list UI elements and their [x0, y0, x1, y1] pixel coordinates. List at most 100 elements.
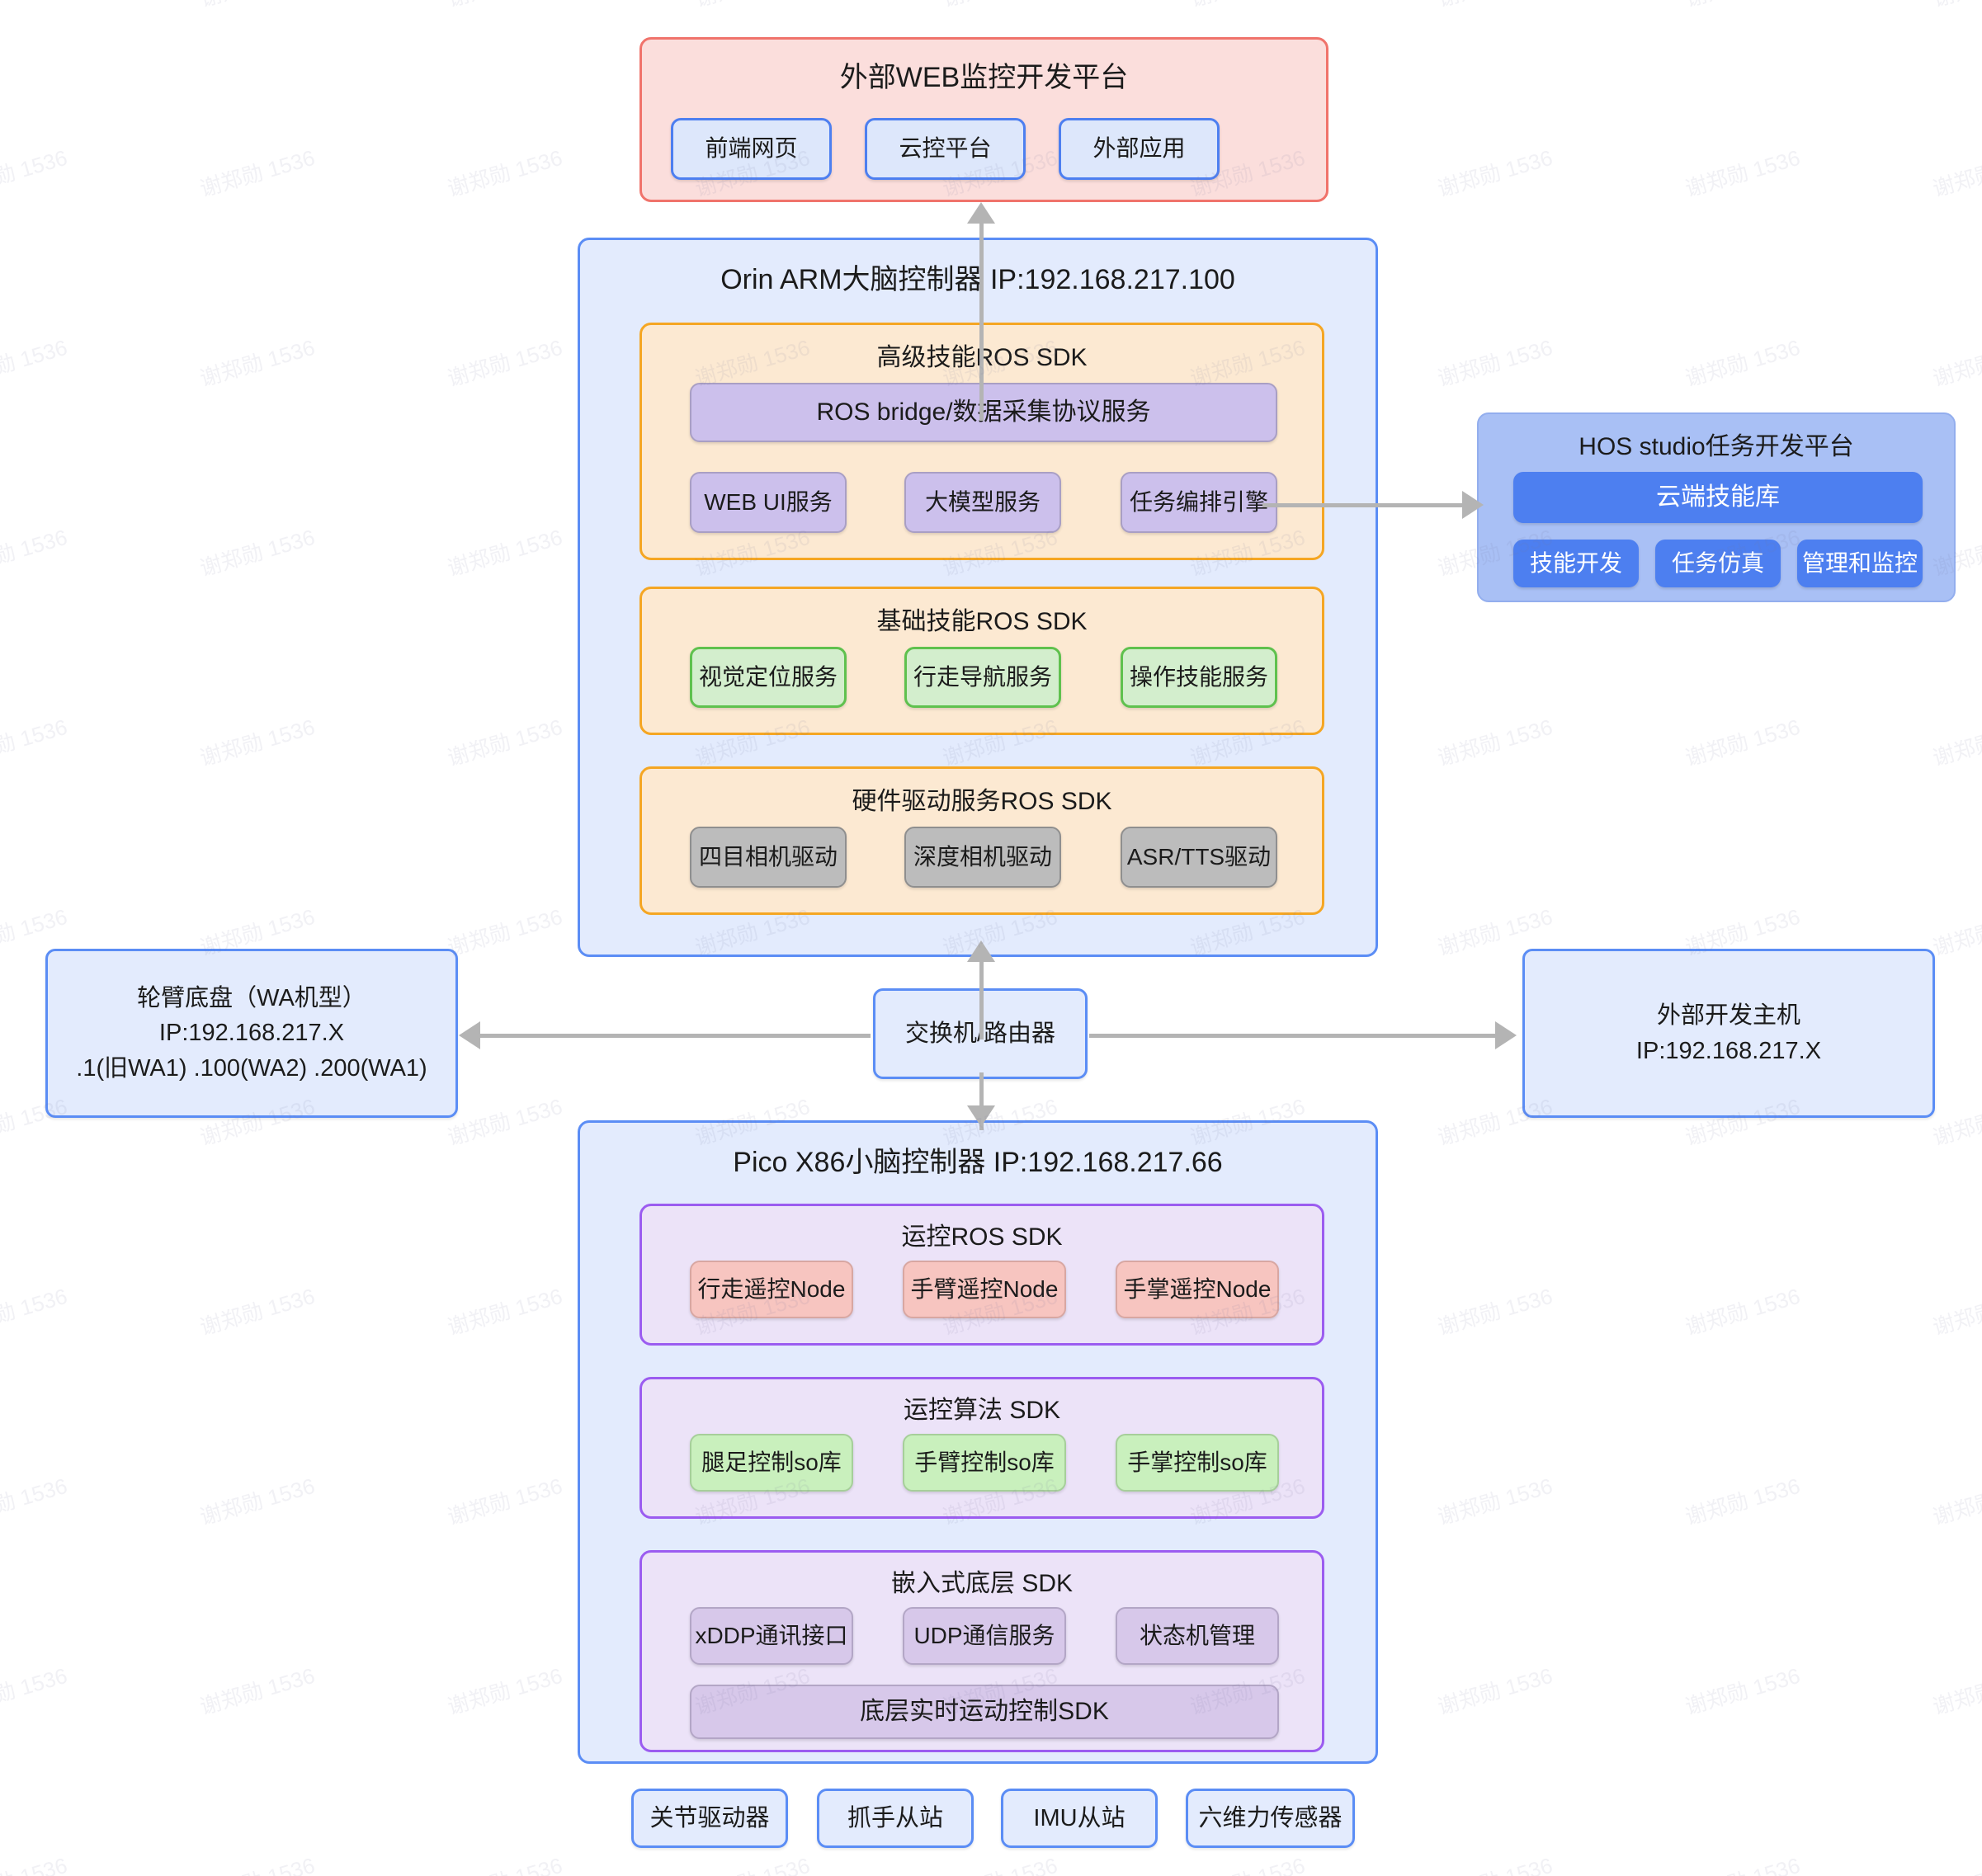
- embedded-low-level-sdk-group: 嵌入式底层 SDK xDDP通讯接口 UDP通信服务 状态机管理 底层实时运动控…: [639, 1550, 1324, 1752]
- watermark-text: 谢郑勋 1536: [0, 714, 70, 771]
- watermark-text: 谢郑勋 1536: [939, 1849, 1061, 1876]
- hos-studio-container: HOS studio任务开发平台 云端技能库 技能开发 任务仿真 管理和监控: [1477, 412, 1956, 602]
- watermark-text: 谢郑勋 1536: [691, 1849, 814, 1876]
- manipulation-skill-service[interactable]: 操作技能服务: [1121, 647, 1277, 708]
- watermark-text: 谢郑勋 1536: [196, 1849, 319, 1876]
- watermark-text: 谢郑勋 1536: [1930, 1094, 1982, 1151]
- arm-control-so-lib[interactable]: 手臂控制so库: [903, 1434, 1066, 1492]
- leg-control-so-lib[interactable]: 腿足控制so库: [690, 1434, 853, 1492]
- chassis-line-3: .1(旧WA1) .100(WA2) .200(WA1): [76, 1054, 427, 1082]
- arrowhead-up-web: [967, 202, 995, 224]
- hos-item-manage-monitor[interactable]: 管理和监控: [1797, 540, 1923, 587]
- state-machine-management[interactable]: 状态机管理: [1116, 1607, 1279, 1665]
- hos-item-task-sim[interactable]: 任务仿真: [1655, 540, 1781, 587]
- watermark-text: 谢郑勋 1536: [0, 1283, 70, 1341]
- walk-navigation-service[interactable]: 行走导航服务: [904, 647, 1061, 708]
- motion-algorithm-sdk-group: 运控算法 SDK 腿足控制so库 手臂控制so库 手掌控制so库: [639, 1377, 1324, 1519]
- motion-ros-sdk-title: 运控ROS SDK: [901, 1223, 1063, 1251]
- udp-comm-service[interactable]: UDP通信服务: [903, 1607, 1066, 1665]
- hand-teleop-node[interactable]: 手掌遥控Node: [1116, 1261, 1279, 1318]
- peripheral-imu-slave[interactable]: IMU从站: [1001, 1789, 1158, 1848]
- llm-service[interactable]: 大模型服务: [904, 472, 1061, 533]
- peripheral-gripper-slave[interactable]: 抓手从站: [817, 1789, 974, 1848]
- realtime-motion-control-sdk[interactable]: 底层实时运动控制SDK: [690, 1685, 1279, 1739]
- watermark-text: 谢郑勋 1536: [445, 903, 565, 961]
- watermark-text: 谢郑勋 1536: [1682, 1473, 1803, 1530]
- watermark-text: 谢郑勋 1536: [1930, 1473, 1982, 1530]
- watermark-text: 谢郑勋 1536: [445, 1473, 565, 1530]
- arrowhead-right-hos: [1462, 491, 1484, 519]
- motion-ros-sdk-group: 运控ROS SDK 行走遥控Node 手臂遥控Node 手掌遥控Node: [639, 1204, 1324, 1346]
- watermark-text: 谢郑勋 1536: [0, 0, 70, 13]
- watermark-text: 谢郑勋 1536: [0, 1662, 70, 1720]
- cloud-skill-library[interactable]: 云端技能库: [1513, 472, 1923, 523]
- watermark-text: 谢郑勋 1536: [0, 334, 70, 392]
- hardware-driver-sdk-title: 硬件驱动服务ROS SDK: [852, 788, 1112, 815]
- external-dev-host-box[interactable]: 外部开发主机 IP:192.168.217.X: [1522, 949, 1935, 1118]
- watermark-text: 谢郑勋 1536: [1930, 1663, 1982, 1720]
- chassis-line-1: 轮臂底盘（WA机型）: [137, 985, 366, 1012]
- pico-controller-container: Pico X86小脑控制器 IP:192.168.217.66 运控ROS SD…: [578, 1120, 1378, 1764]
- web-item-frontend[interactable]: 前端网页: [671, 118, 832, 180]
- watermark-text: 谢郑勋 1536: [197, 1473, 318, 1530]
- watermark-text: 谢郑勋 1536: [197, 144, 318, 202]
- hand-control-so-lib[interactable]: 手掌控制so库: [1116, 1434, 1279, 1492]
- basic-skill-sdk-group: 基础技能ROS SDK 视觉定位服务 行走导航服务 操作技能服务: [639, 587, 1324, 735]
- hos-item-skill-dev[interactable]: 技能开发: [1513, 540, 1639, 587]
- watermark-text: 谢郑勋 1536: [939, 0, 1061, 13]
- depth-camera-driver[interactable]: 深度相机驱动: [904, 827, 1061, 888]
- connector-router-devhost: [1089, 1034, 1502, 1038]
- watermark-text: 谢郑勋 1536: [1682, 334, 1803, 392]
- watermark-text: 谢郑勋 1536: [445, 524, 565, 582]
- orin-controller-title: Orin ARM大脑控制器 IP:192.168.217.100: [720, 264, 1235, 295]
- arrowhead-down-pico: [967, 1105, 995, 1127]
- watermark-text: 谢郑勋 1536: [445, 334, 565, 392]
- quad-camera-driver[interactable]: 四目相机驱动: [690, 827, 847, 888]
- motion-algorithm-sdk-title: 运控算法 SDK: [903, 1397, 1061, 1424]
- xddp-comm-interface[interactable]: xDDP通讯接口: [690, 1607, 853, 1665]
- watermark-text: 谢郑勋 1536: [197, 1662, 318, 1720]
- watermark-text: 谢郑勋 1536: [1187, 0, 1309, 13]
- visual-localization-service[interactable]: 视觉定位服务: [690, 647, 847, 708]
- web-item-cloud-platform[interactable]: 云控平台: [865, 118, 1026, 180]
- watermark-text: 谢郑勋 1536: [444, 1849, 566, 1876]
- watermark-text: 谢郑勋 1536: [196, 0, 319, 13]
- task-orchestration-engine[interactable]: 任务编排引擎: [1121, 472, 1277, 533]
- chassis-line-2: IP:192.168.217.X: [158, 1020, 345, 1047]
- external-web-platform-title: 外部WEB监控开发平台: [839, 62, 1129, 93]
- peripheral-joint-driver[interactable]: 关节驱动器: [631, 1789, 788, 1848]
- watermark-text: 谢郑勋 1536: [1187, 1849, 1309, 1876]
- hardware-driver-sdk-group: 硬件驱动服务ROS SDK 四目相机驱动 深度相机驱动 ASR/TTS驱动: [639, 766, 1324, 915]
- asr-tts-driver[interactable]: ASR/TTS驱动: [1121, 827, 1277, 888]
- web-ui-service[interactable]: WEB UI服务: [690, 472, 847, 533]
- watermark-text: 谢郑勋 1536: [445, 1662, 565, 1720]
- basic-skill-sdk-title: 基础技能ROS SDK: [876, 608, 1088, 635]
- connector-router-pico: [979, 1072, 984, 1130]
- watermark-text: 谢郑勋 1536: [0, 144, 70, 202]
- peripheral-six-axis-force-sensor[interactable]: 六维力传感器: [1186, 1789, 1355, 1848]
- watermark-text: 谢郑勋 1536: [444, 0, 566, 13]
- ros-bridge-service[interactable]: ROS bridge/数据采集协议服务: [690, 383, 1277, 442]
- watermark-text: 谢郑勋 1536: [0, 1849, 70, 1876]
- dev-host-line-2: IP:192.168.217.X: [1635, 1037, 1822, 1064]
- connector-task-to-hos: [1262, 503, 1469, 507]
- watermark-text: 谢郑勋 1536: [1435, 1473, 1555, 1530]
- watermark-text: 谢郑勋 1536: [1930, 1284, 1982, 1341]
- watermark-text: 谢郑勋 1536: [445, 714, 565, 771]
- connector-orin-to-web: [979, 221, 984, 421]
- wheeled-arm-chassis-box[interactable]: 轮臂底盘（WA机型） IP:192.168.217.X .1(旧WA1) .10…: [45, 949, 458, 1118]
- watermark-text: 谢郑勋 1536: [1435, 334, 1555, 392]
- web-item-external-app[interactable]: 外部应用: [1059, 118, 1220, 180]
- watermark-text: 谢郑勋 1536: [1682, 144, 1803, 202]
- embedded-low-level-sdk-title: 嵌入式底层 SDK: [890, 1570, 1074, 1597]
- watermark-text: 谢郑勋 1536: [0, 1473, 70, 1530]
- watermark-text: 谢郑勋 1536: [445, 1093, 565, 1151]
- watermark-text: 谢郑勋 1536: [1435, 144, 1555, 202]
- connector-router-chassis: [479, 1034, 871, 1038]
- walk-teleop-node[interactable]: 行走遥控Node: [690, 1261, 853, 1318]
- watermark-text: 谢郑勋 1536: [197, 1283, 318, 1341]
- orin-controller-container: Orin ARM大脑控制器 IP:192.168.217.100 高级技能ROS…: [578, 238, 1378, 957]
- arm-teleop-node[interactable]: 手臂遥控Node: [903, 1261, 1066, 1318]
- watermark-text: 谢郑勋 1536: [1682, 1849, 1804, 1876]
